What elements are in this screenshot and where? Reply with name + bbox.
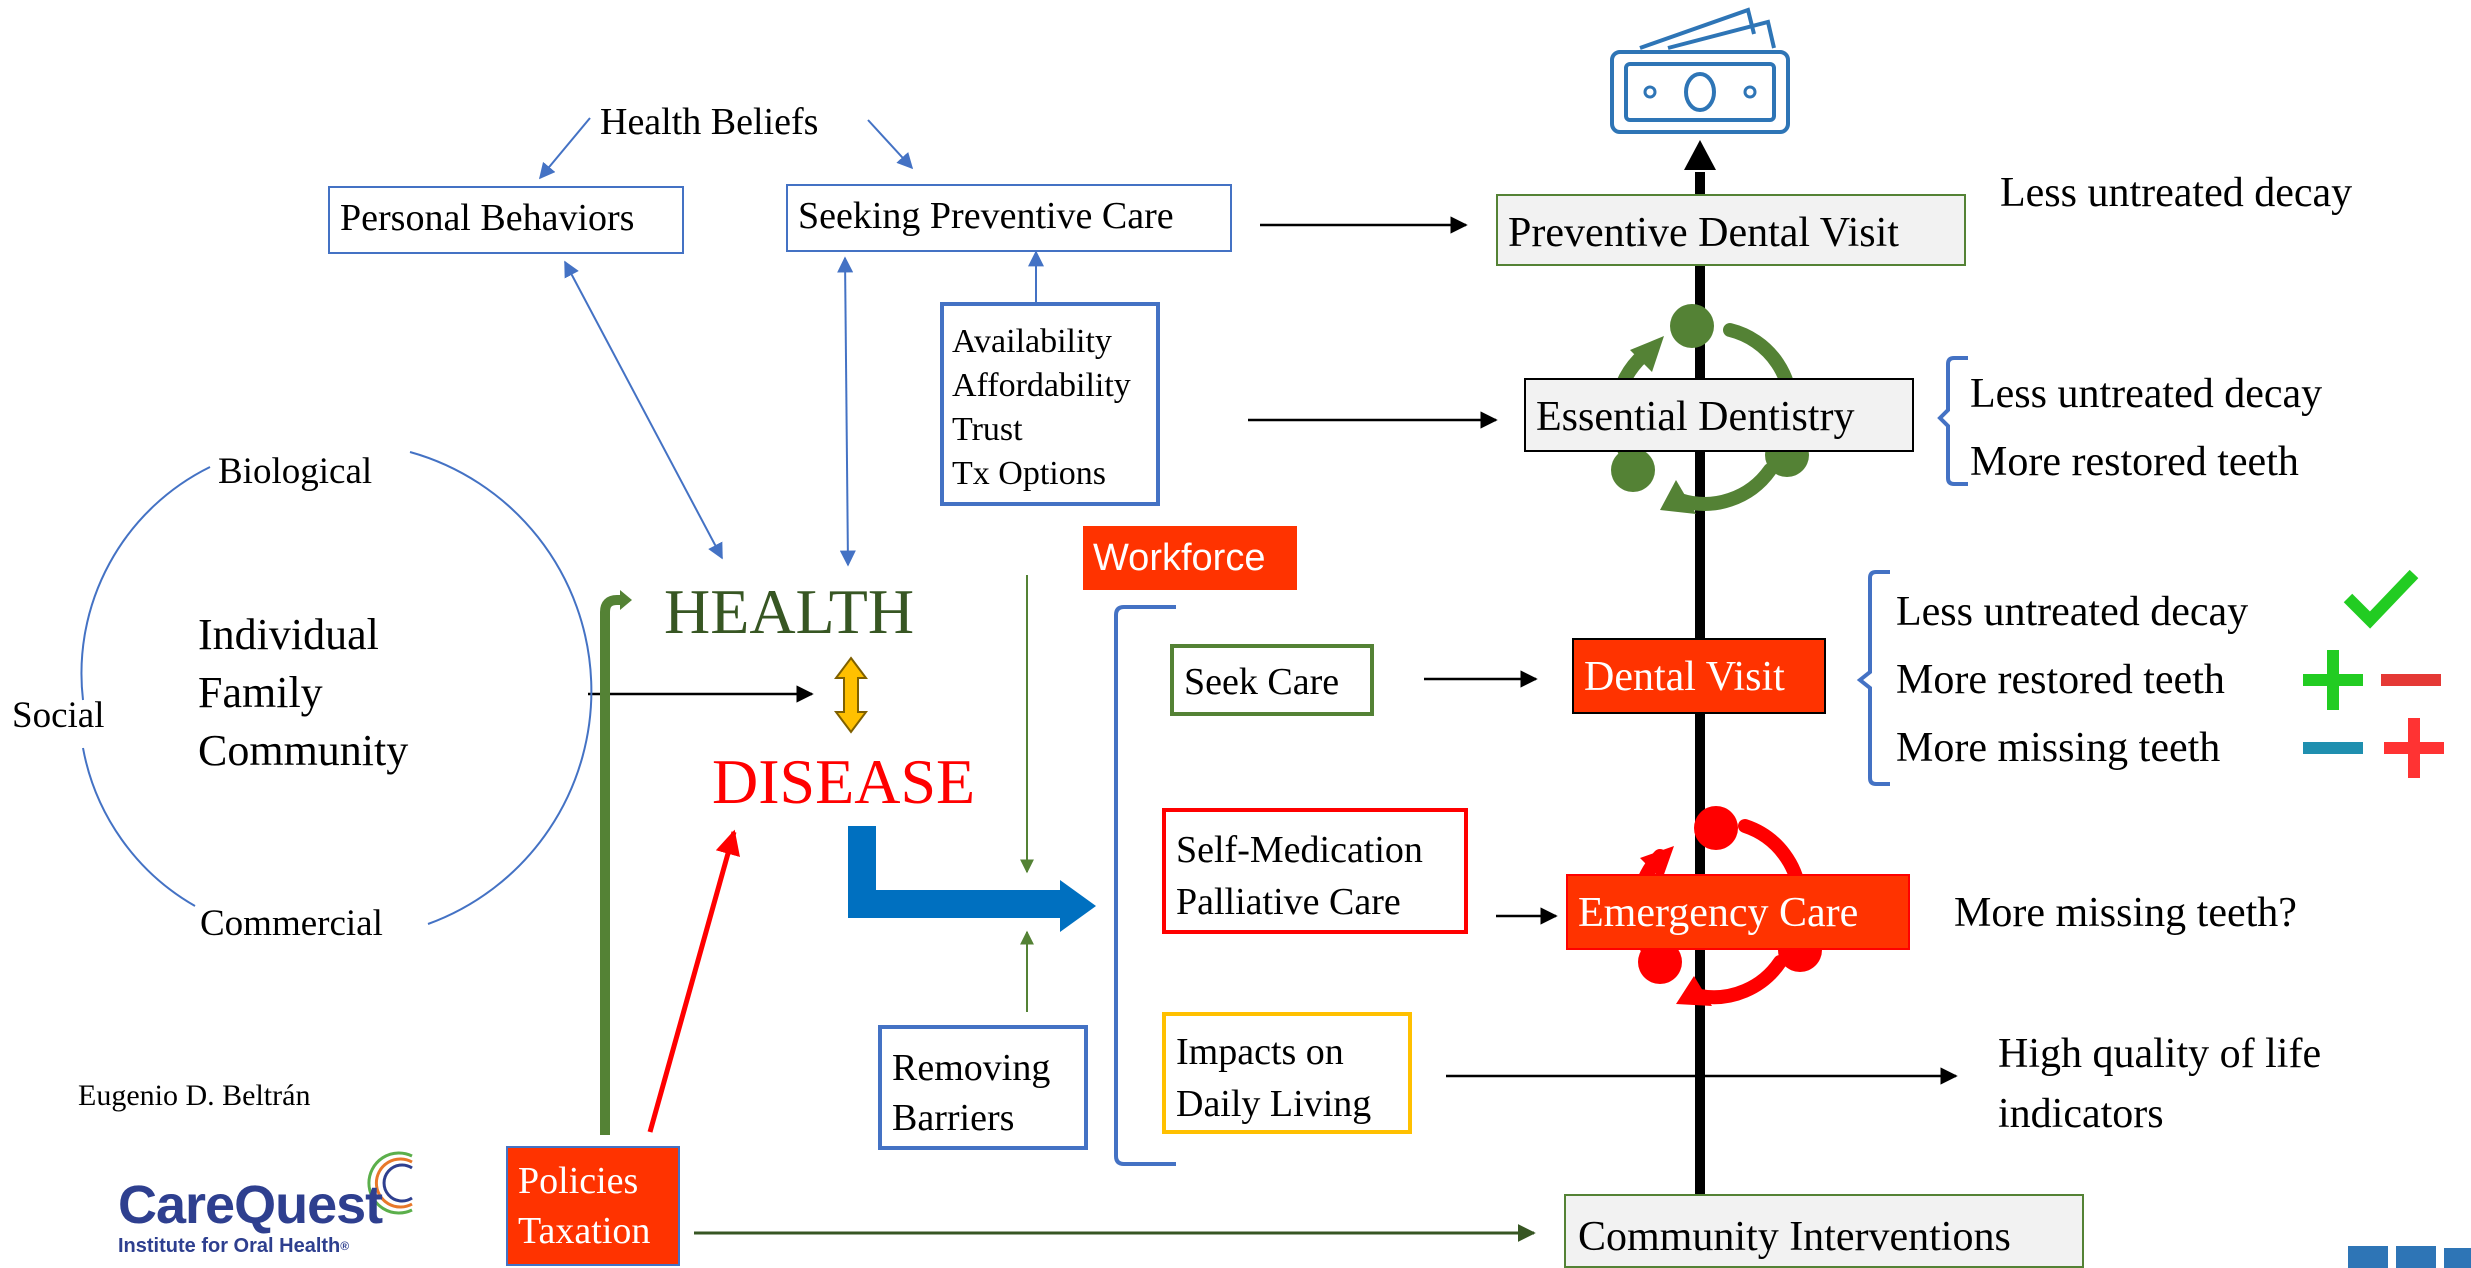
access-factor-affordability: Affordability (952, 367, 1131, 404)
ring-arc-right (409, 451, 593, 925)
ring-label-commercial: Commercial (200, 903, 383, 944)
access-factors-box: Availability Affordability Trust Tx Opti… (940, 302, 1160, 506)
outcome-emergency: More missing teeth? (1954, 890, 2297, 936)
outcome-dental-more-missing: More missing teeth (1896, 725, 2221, 771)
seek-care-box: Seek Care (1170, 644, 1374, 716)
ring-arc-bottom-left (82, 747, 196, 907)
community-interventions-box: Community Interventions (1564, 1194, 2084, 1268)
outcome-bracket-dental (1856, 570, 1890, 786)
ring-label-biological: Biological (218, 451, 373, 492)
taxation-label: Taxation (518, 1210, 651, 1252)
dental-visit-box: Dental Visit (1572, 638, 1826, 714)
essential-dentistry-box: Essential Dentistry (1524, 378, 1914, 452)
logo-registered-mark: ® (340, 1239, 350, 1253)
plus-icon (2303, 650, 2363, 710)
seeking-preventive-care-box: Seeking Preventive Care (786, 184, 1232, 252)
outcome-preventive: Less untreated decay (2000, 170, 2353, 216)
checkmark-icon (2343, 569, 2419, 629)
outcome-dental-list: Less untreated decay More restored teeth… (1896, 578, 2248, 782)
outcome-bracket-essential (1937, 356, 1968, 486)
impacts-label: Impacts on (1176, 1031, 1344, 1073)
outcome-dental-less-decay: Less untreated decay (1896, 589, 2249, 635)
emergency-care-box: Emergency Care (1566, 874, 1910, 950)
spine-arrowhead (1684, 140, 1716, 170)
outcome-dental-more-restored: More restored teeth (1896, 657, 2225, 703)
plus-icon (2384, 718, 2444, 778)
access-factor-trust: Trust (952, 411, 1023, 448)
arrow-preventive-health (837, 256, 856, 567)
self-medication-label: Self-Medication (1176, 829, 1423, 871)
arrow-beliefs-behaviors (538, 117, 591, 180)
logo-name: CareQuest (118, 1175, 383, 1235)
logo-tagline-row: Institute for Oral Health® (118, 1234, 382, 1258)
money-bill-icon (1610, 7, 1790, 134)
level-community: Community (198, 726, 409, 775)
policies-label: Policies (518, 1160, 639, 1202)
care-paths-bracket (1114, 605, 1176, 1166)
carequest-logo: CareQuest Institute for Oral Health® (118, 1175, 383, 1258)
levels-list: Individual Family Community (198, 606, 408, 780)
health-disease-double-arrow (834, 656, 868, 734)
access-factor-availability: Availability (952, 323, 1112, 360)
outcome-essential-more-restored: More restored teeth (1970, 439, 2299, 485)
barriers-label: Barriers (892, 1097, 1015, 1139)
level-family: Family (198, 668, 323, 717)
removing-barriers-box: Removing Barriers (878, 1025, 1088, 1150)
arrow-behaviors-health (564, 260, 723, 560)
arrow-beliefs-preventive (867, 119, 914, 170)
health-beliefs-label: Health Beliefs (600, 101, 819, 143)
logo-tagline: Institute for Oral Health (118, 1235, 341, 1257)
arrow-policies-health (600, 595, 622, 1135)
minus-icon (2303, 742, 2363, 754)
outcome-essential-less-decay: Less untreated decay (1970, 371, 2323, 417)
outcome-quality-line1: High quality of life (1998, 1031, 2322, 1077)
outcome-quality-of-life: High quality of life indicators (1998, 1024, 2321, 1144)
workforce-badge: Workforce (1083, 526, 1297, 590)
preventive-dental-visit-box: Preventive Dental Visit (1496, 194, 1966, 266)
minus-icon (2381, 674, 2441, 686)
daily-living-label: Daily Living (1176, 1083, 1372, 1125)
access-factor-tx-options: Tx Options (952, 455, 1106, 492)
ring-arc-top-left (80, 466, 211, 701)
author-credit: Eugenio D. Beltrán (78, 1079, 311, 1112)
impacts-daily-living-box: Impacts on Daily Living (1162, 1012, 1412, 1134)
removing-label: Removing (892, 1047, 1051, 1089)
level-individual: Individual (198, 610, 379, 659)
arrow-policies-disease (647, 829, 740, 1133)
partner-logo-icon (2348, 1246, 2471, 1268)
outcome-essential-list: Less untreated decay More restored teeth (1970, 360, 2322, 496)
palliative-care-label: Palliative Care (1176, 881, 1401, 923)
logo-swirl-icon (367, 1151, 413, 1215)
personal-behaviors-box: Personal Behaviors (328, 186, 684, 254)
ring-label-social: Social (12, 695, 105, 736)
arrow-policies-health-head (620, 590, 632, 610)
disease-bent-arrow (848, 826, 1096, 932)
policies-taxation-box: Policies Taxation (506, 1146, 680, 1266)
disease-label: DISEASE (712, 746, 976, 817)
outcome-quality-line2: indicators (1998, 1091, 2164, 1137)
health-label: HEALTH (664, 576, 915, 647)
self-medication-box: Self-Medication Palliative Care (1162, 808, 1468, 934)
